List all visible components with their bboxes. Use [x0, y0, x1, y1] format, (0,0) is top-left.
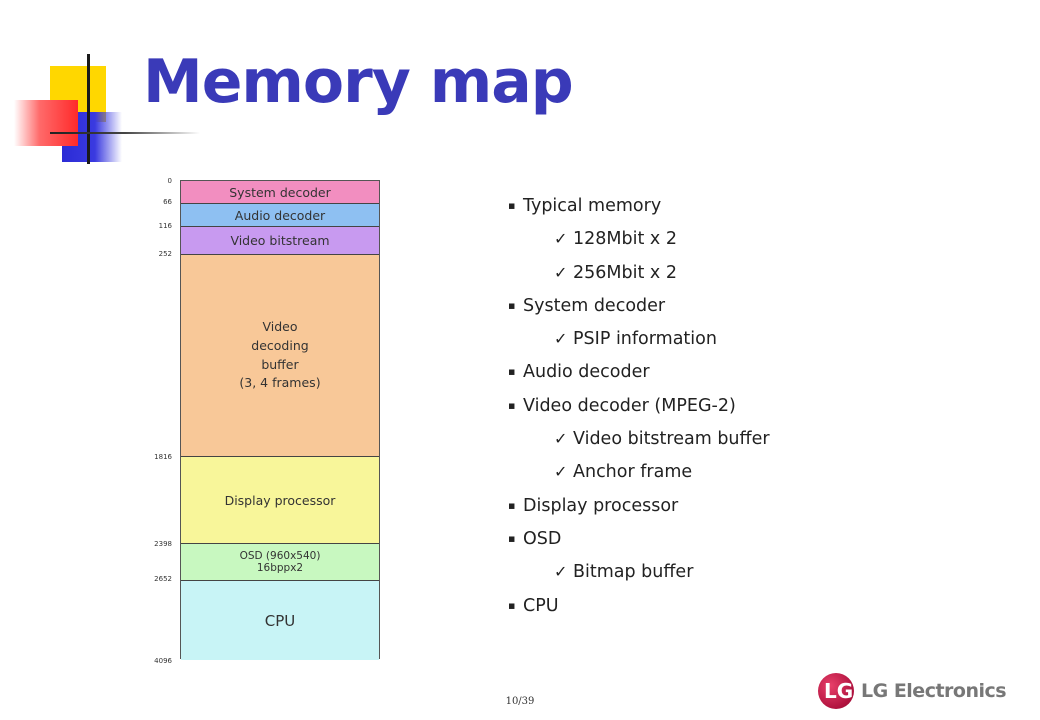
decor-red-square — [14, 100, 78, 146]
square-bullet-icon: ▪ — [508, 398, 516, 412]
bullet-item: ▪ CPU — [508, 594, 770, 627]
bullet-text: OSD — [523, 528, 562, 549]
bullet-item: ▪ System decoder — [508, 294, 770, 327]
bullet-text: 256Mbit x 2 — [573, 262, 677, 283]
memory-region: Display processor — [181, 457, 379, 544]
square-bullet-icon: ▪ — [508, 365, 516, 379]
checkmark-icon: ✓ — [554, 262, 568, 282]
square-bullet-icon: ▪ — [508, 298, 516, 312]
decor-horizontal-line — [50, 132, 200, 134]
checkmark-icon: ✓ — [554, 429, 568, 449]
memory-region-label: OSD (960x540) 16bppx2 — [239, 550, 321, 574]
square-bullet-icon: ▪ — [508, 598, 516, 612]
lg-mark: LG — [824, 679, 854, 703]
memory-region-label: System decoder — [229, 184, 331, 200]
memory-region-label: Audio decoder — [234, 207, 326, 223]
memory-region: CPU — [181, 581, 379, 660]
checkmark-icon: ✓ — [554, 462, 568, 482]
checkmark-icon: ✓ — [554, 562, 568, 582]
memory-region-label: CPU — [264, 611, 296, 630]
memory-region-label: Video decoding buffer (3, 4 frames) — [239, 319, 321, 391]
address-label: 4096 — [154, 657, 172, 665]
bullet-list: ▪Typical memory✓128Mbit x 2✓256Mbit x 2▪… — [508, 194, 770, 627]
page-title: Memory map — [143, 47, 574, 117]
checkmark-icon: ✓ — [554, 329, 568, 349]
memory-region: System decoder — [181, 181, 379, 204]
bullet-text: Display processor — [523, 495, 679, 516]
memory-region-label: Display processor — [224, 492, 336, 508]
memory-region: OSD (960x540) 16bppx2 — [181, 544, 379, 581]
page-number: 10/39 — [505, 696, 535, 707]
square-bullet-icon: ▪ — [508, 498, 516, 512]
lg-circle-icon — [818, 673, 854, 709]
bullet-text: Anchor frame — [573, 462, 693, 483]
bullet-text: System decoder — [523, 295, 666, 316]
bullet-text: Video bitstream buffer — [573, 429, 770, 450]
address-label: 252 — [158, 250, 172, 258]
address-label: 2652 — [154, 575, 172, 583]
bullet-text: Typical memory — [523, 196, 662, 216]
address-label: 2398 — [154, 540, 172, 548]
checkmark-icon: ✓ — [554, 229, 568, 249]
bullet-text: Video decoder (MPEG-2) — [523, 395, 736, 416]
bullet-text: PSIP information — [573, 329, 717, 350]
memory-region: Audio decoder — [181, 204, 379, 227]
bullet-item: ▪ Typical memory — [508, 194, 770, 227]
bullet-text: CPU — [523, 595, 559, 616]
bullet-item: ▪ Audio decoder — [508, 360, 770, 393]
bullet-text: 128Mbit x 2 — [573, 229, 677, 250]
memory-region: Video bitstream — [181, 227, 379, 255]
sub-bullet-item: ✓Video bitstream buffer — [508, 427, 770, 460]
bullet-text: Bitmap buffer — [573, 562, 694, 583]
address-label: 0 — [167, 177, 172, 185]
memory-region: Video decoding buffer (3, 4 frames) — [181, 255, 379, 457]
square-bullet-icon: ▪ — [508, 531, 516, 545]
square-bullet-icon: ▪ — [508, 199, 516, 212]
bullet-item: ▪ OSD — [508, 527, 770, 560]
sub-bullet-item: ✓256Mbit x 2 — [508, 261, 770, 294]
bullet-text: Audio decoder — [523, 362, 650, 383]
sub-bullet-item: ✓128Mbit x 2 — [508, 227, 770, 260]
bullet-item: ▪ Display processor — [508, 494, 770, 527]
bullet-item: ▪ Video decoder (MPEG-2) — [508, 394, 770, 427]
sub-bullet-item: ✓PSIP information — [508, 327, 770, 360]
address-label: 66 — [163, 198, 172, 206]
lg-wordmark: LG Electronics — [861, 680, 1007, 702]
address-label: 116 — [158, 222, 172, 230]
decor-vertical-line — [87, 54, 90, 164]
sub-bullet-item: ✓Bitmap buffer — [508, 560, 770, 593]
address-label: 1816 — [154, 453, 172, 461]
memory-region-label: Video bitstream — [230, 233, 330, 248]
sub-bullet-item: ✓Anchor frame — [508, 460, 770, 493]
